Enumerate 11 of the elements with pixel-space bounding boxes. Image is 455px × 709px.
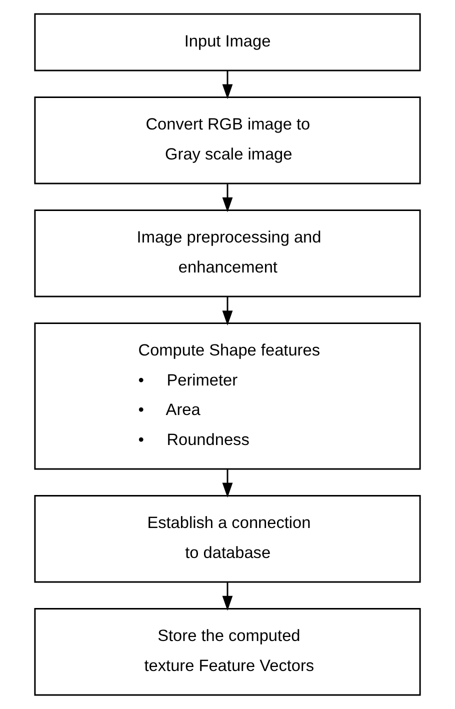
node-box: Compute Shape features • Perimeter • Area • Roundness: [34, 322, 421, 470]
node-box: Convert RGB image to Gray scale image: [34, 96, 421, 184]
node-box: Store the computed texture Feature Vectors: [34, 608, 421, 696]
arrow: [222, 70, 233, 100]
arrow: [222, 582, 233, 611]
arrow: [222, 469, 233, 498]
node-box: Input Image: [34, 13, 421, 72]
arrow: [222, 184, 233, 212]
node-box: Image preprocessing and enhancement: [34, 210, 421, 298]
node-box: Establish a connection to database: [34, 495, 421, 583]
arrow: [222, 296, 233, 326]
